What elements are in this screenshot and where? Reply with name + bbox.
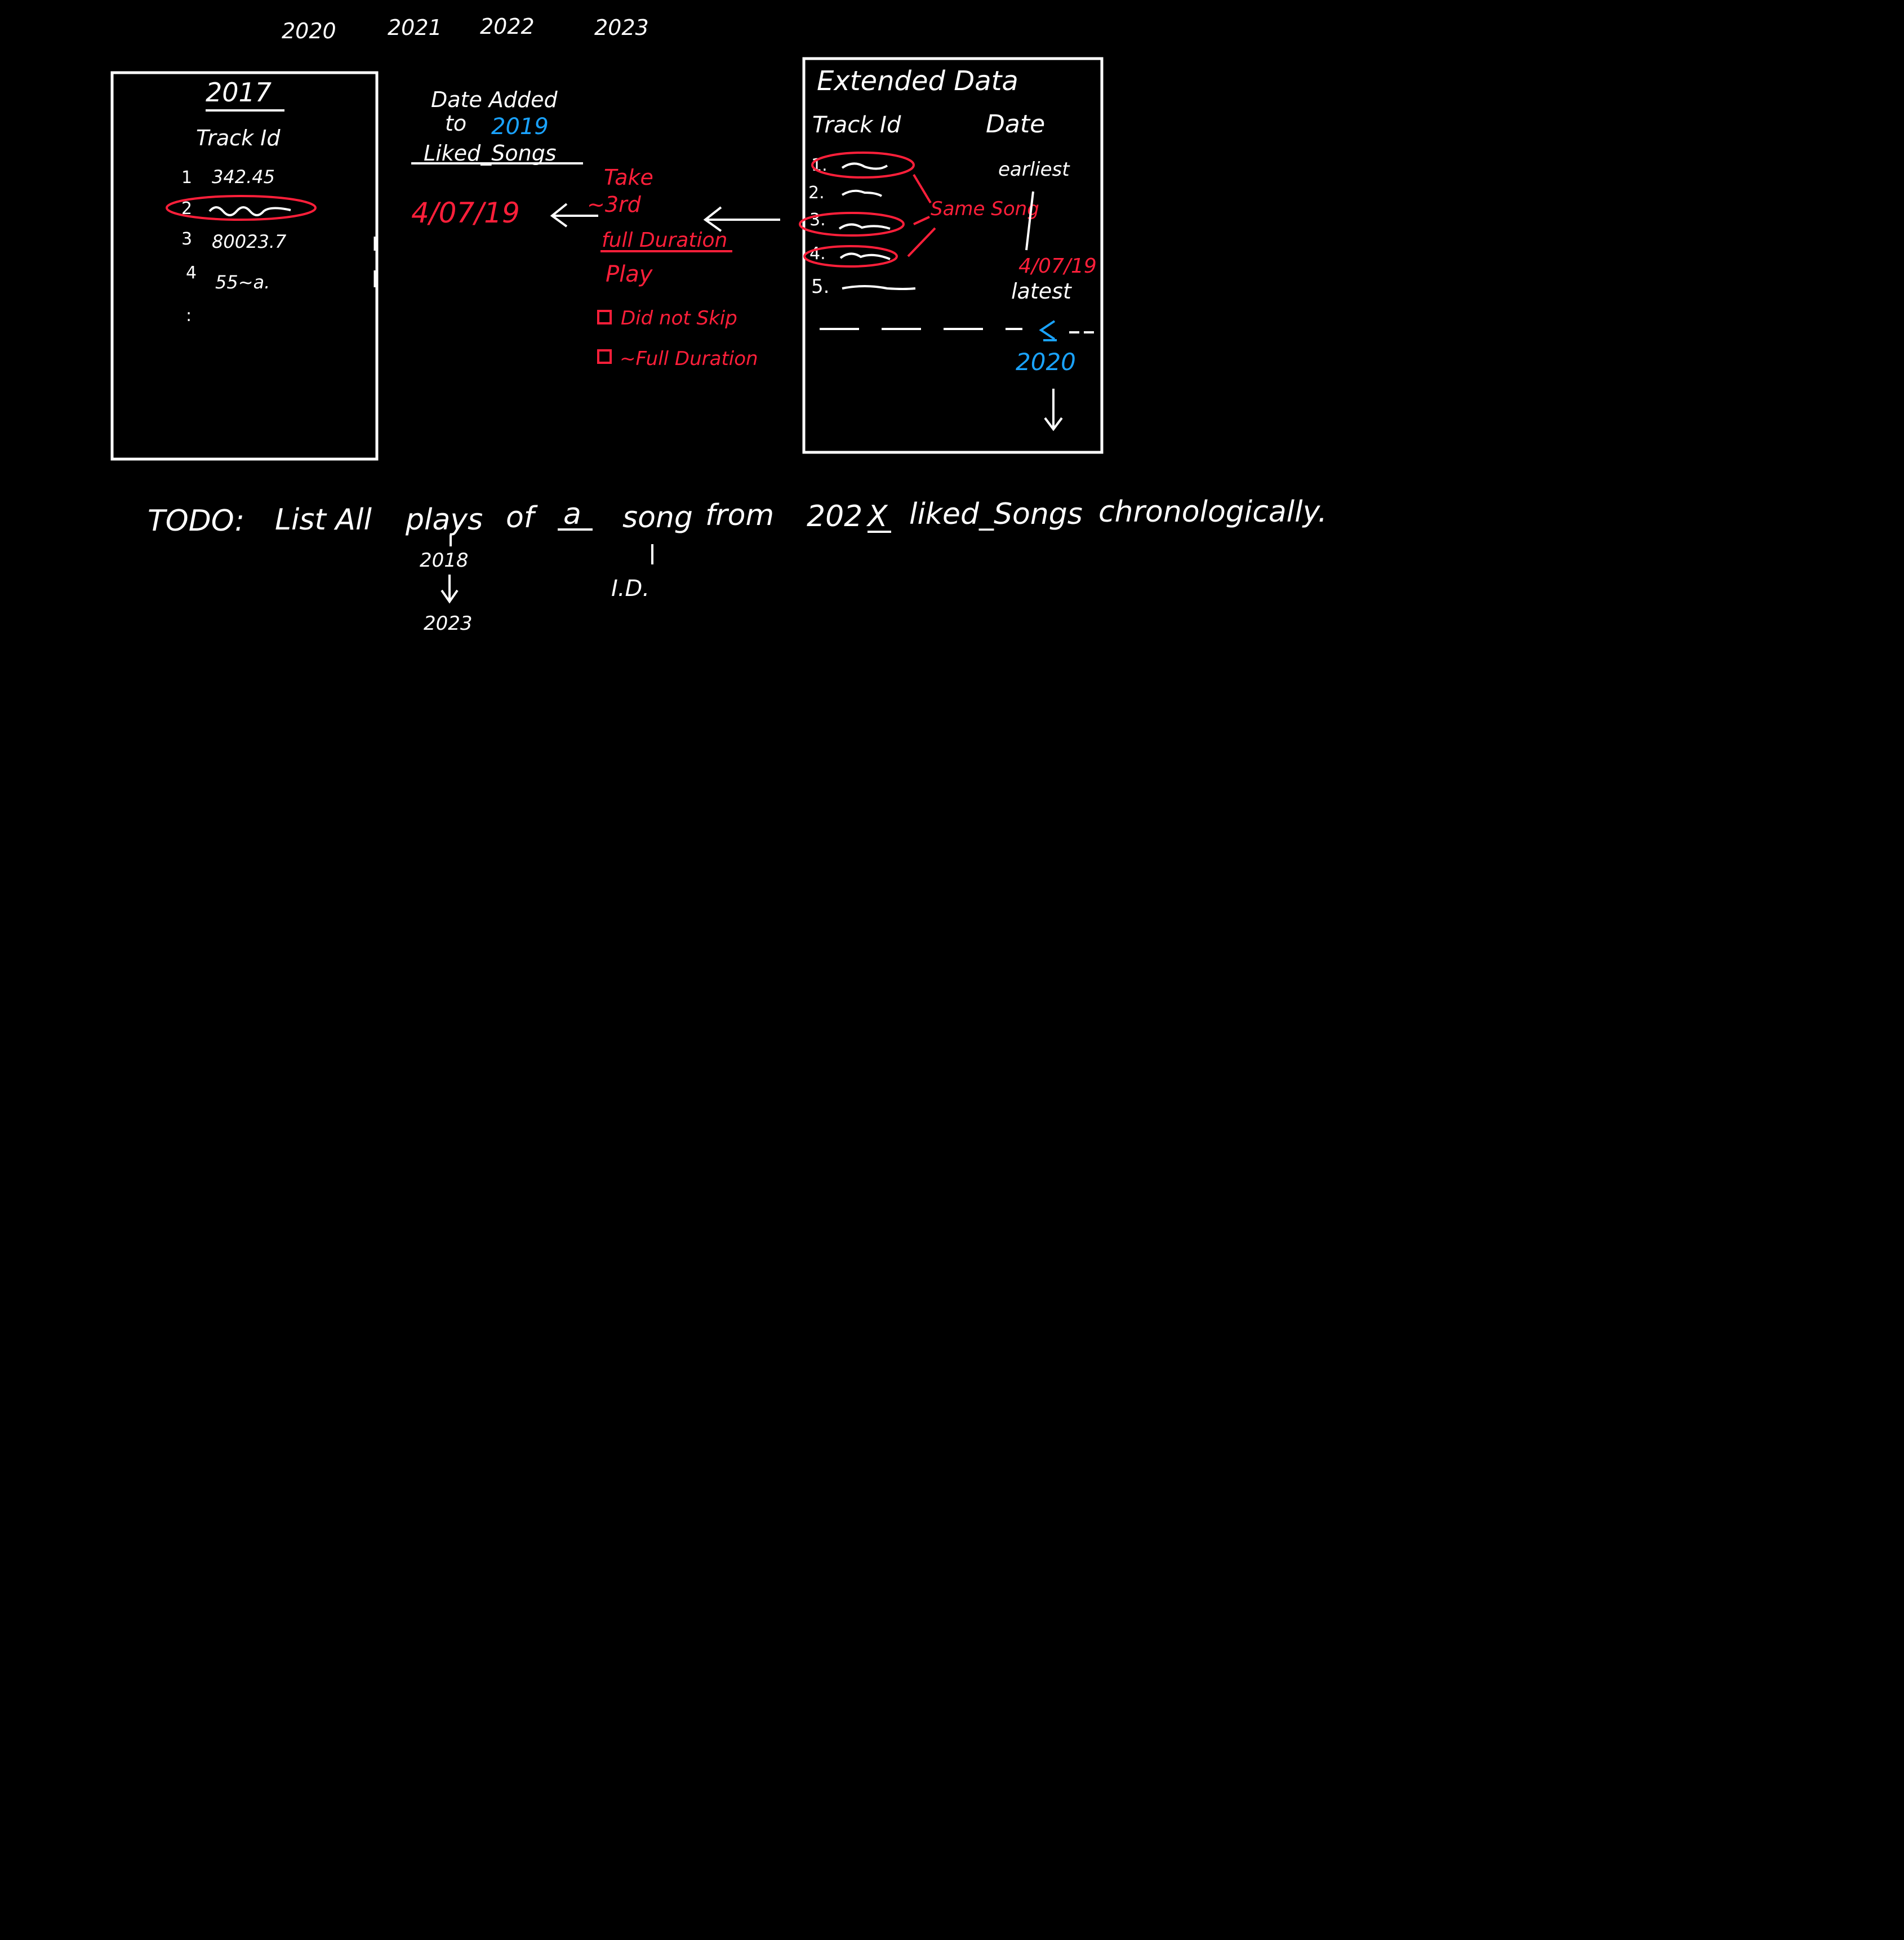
left-box-title: 2017	[206, 77, 272, 108]
right-box-year-2020: 2020	[1016, 348, 1076, 376]
right-box-col-track: Track Id	[812, 112, 901, 138]
left-row-ellipsis: :	[186, 306, 192, 326]
range-end-2023: 2023	[424, 612, 473, 635]
right-row-3-highlight-circle	[799, 212, 905, 237]
left-row-1-index: 1	[181, 168, 192, 188]
year-2021: 2021	[388, 15, 442, 40]
arrow-to-date-head	[550, 203, 568, 228]
song-id-label: I.D.	[611, 576, 650, 602]
label-latest: latest	[1011, 279, 1073, 304]
todo-a: a	[563, 497, 581, 531]
todo-of: of	[506, 501, 538, 535]
left-row-2-scribble	[208, 206, 291, 216]
date-added-line1: Date Added	[431, 87, 558, 112]
right-row-2-index: 2.	[808, 183, 825, 203]
note-take: Take	[604, 165, 653, 190]
note-full-duration: full Duration	[602, 229, 727, 252]
checkbox-did-not-skip	[597, 310, 612, 324]
range-arrow-head	[441, 589, 459, 604]
left-row-3-index: 3	[181, 229, 192, 249]
todo-from: from	[705, 499, 774, 532]
left-box-frame	[110, 71, 379, 461]
right-row-1-scribble	[841, 162, 888, 170]
result-date: 4/07/19	[411, 197, 520, 229]
todo-year-suffix: X	[866, 500, 888, 533]
down-arrow-head	[1044, 417, 1063, 431]
date-added-note: Date Added to 2019 Liked_Songs	[411, 87, 583, 166]
arrow-from-extended-data	[703, 206, 780, 232]
left-row-1-value: 342.45	[212, 166, 275, 188]
left-box-column-header: Track Id	[196, 126, 281, 150]
right-row-3-scribble	[838, 223, 891, 230]
same-song-connector-3	[907, 227, 936, 257]
todo-liked-songs: liked_Songs	[909, 497, 1083, 531]
right-row-4-highlight-circle	[803, 245, 898, 268]
right-row-3-index: 3.	[809, 210, 826, 230]
same-song-connector-1	[913, 173, 932, 204]
todo-note: TODO: List All plays of a song from 202 …	[148, 495, 1327, 635]
right-box-extended-data: Extended Data Track Id Date 1. 2. 3. 4. …	[799, 57, 1104, 454]
date-added-year-2019: 2019	[491, 114, 549, 140]
left-row-4-index: 4	[186, 263, 197, 283]
earliest-to-latest-line	[1025, 191, 1034, 251]
right-box-title: Extended Data	[817, 65, 1018, 97]
note-approx-third: ~3rd	[587, 192, 642, 217]
range-start-2018: 2018	[420, 549, 469, 572]
years-row: 2020 2021 2022 2023	[282, 14, 649, 43]
todo-plays: plays	[405, 503, 483, 537]
right-row-4-scribble	[839, 252, 891, 260]
left-row-3-value: 80023.7	[212, 231, 287, 252]
checkbox-full-duration-label: ~Full Duration	[620, 348, 758, 370]
arrow-extended-head	[703, 206, 722, 232]
checkbox-full-duration	[597, 349, 612, 364]
right-row-1-highlight-circle	[811, 152, 915, 179]
left-row-4-value: 55~a.	[215, 272, 270, 293]
selection-criteria-notes: Take ~3rd full Duration Play Did not Ski…	[587, 165, 758, 370]
left-row-2-index: 2	[181, 199, 192, 219]
right-box-col-date: Date	[986, 110, 1045, 139]
note-play: Play	[606, 261, 653, 287]
todo-text-list-all: List All	[275, 503, 372, 537]
left-row-2-highlight-circle	[166, 195, 317, 221]
right-row-5-index: 5.	[811, 275, 829, 298]
year-2020: 2020	[282, 19, 336, 43]
year-divider-marker	[1039, 320, 1056, 340]
same-song-connector-2	[913, 216, 930, 225]
right-box-red-date: 4/07/19	[1018, 255, 1097, 278]
todo-label: TODO:	[148, 504, 244, 538]
todo-chronologically: chronologically.	[1098, 495, 1327, 529]
date-added-to: to	[445, 111, 466, 136]
label-earliest: earliest	[998, 158, 1070, 181]
same-song-label: Same Song	[931, 198, 1039, 220]
year-2023: 2023	[594, 15, 649, 40]
year-2022: 2022	[480, 14, 535, 39]
todo-year-prefix: 202	[807, 500, 862, 533]
result-date-group: 4/07/19	[411, 197, 598, 229]
right-row-2-scribble	[841, 189, 883, 197]
date-added-liked-songs: Liked_Songs	[424, 141, 557, 166]
left-box-2017: 2017 Track Id 1 342.45 2 3 80023.7 4 55~…	[110, 71, 379, 461]
checkbox-did-not-skip-label: Did not Skip	[621, 307, 737, 330]
todo-song: song	[622, 501, 693, 535]
right-row-5-scribble	[842, 285, 916, 290]
